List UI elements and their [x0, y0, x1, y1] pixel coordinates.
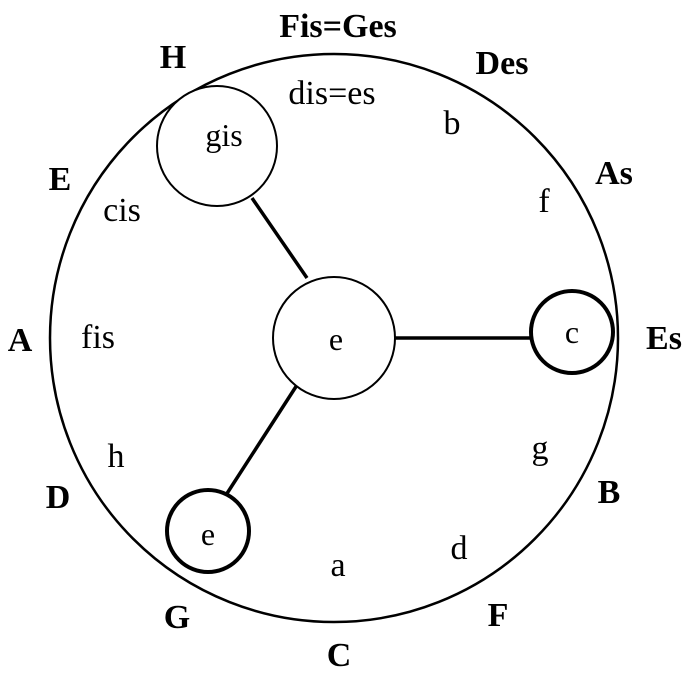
spoke-node-c — [529, 289, 615, 375]
outer-label-d: D — [46, 479, 71, 516]
outer-label-c: C — [327, 637, 352, 673]
outer-label-as: As — [595, 155, 633, 192]
center-node — [272, 276, 396, 400]
outer-label-f: F — [488, 597, 509, 634]
outer-label-a: A — [8, 322, 33, 359]
outer-label-e: E — [49, 161, 72, 198]
inner-label-dis-es: dis=es — [288, 75, 375, 112]
inner-label-d: d — [451, 530, 468, 567]
spoke-node-e — [165, 488, 251, 574]
inner-label-h: h — [108, 438, 125, 475]
outer-circle — [48, 52, 620, 624]
inner-label-a: a — [330, 547, 345, 584]
inner-label-g: g — [532, 430, 549, 467]
spoke-node-gis — [156, 85, 278, 207]
spoke-to-e — [224, 384, 299, 496]
outer-label-g: G — [164, 599, 190, 636]
outer-label-b: B — [598, 474, 621, 511]
outer-label-des: Des — [476, 45, 529, 82]
inner-label-cis: cis — [103, 192, 141, 229]
outer-label-es: Es — [646, 320, 682, 357]
center-node-label: e — [329, 321, 343, 357]
spoke-node-gis-label: gis — [205, 117, 242, 153]
outer-label-h: H — [160, 39, 186, 76]
spoke-to-gis — [250, 197, 309, 279]
inner-label-fis: fis — [81, 319, 115, 356]
inner-label-f: f — [538, 183, 550, 220]
inner-label-b: b — [444, 105, 461, 142]
spoke-node-c-label: c — [565, 314, 579, 350]
spoke-node-e-label: e — [201, 516, 215, 552]
outer-label-fis-ges: Fis=Ges — [279, 8, 397, 45]
